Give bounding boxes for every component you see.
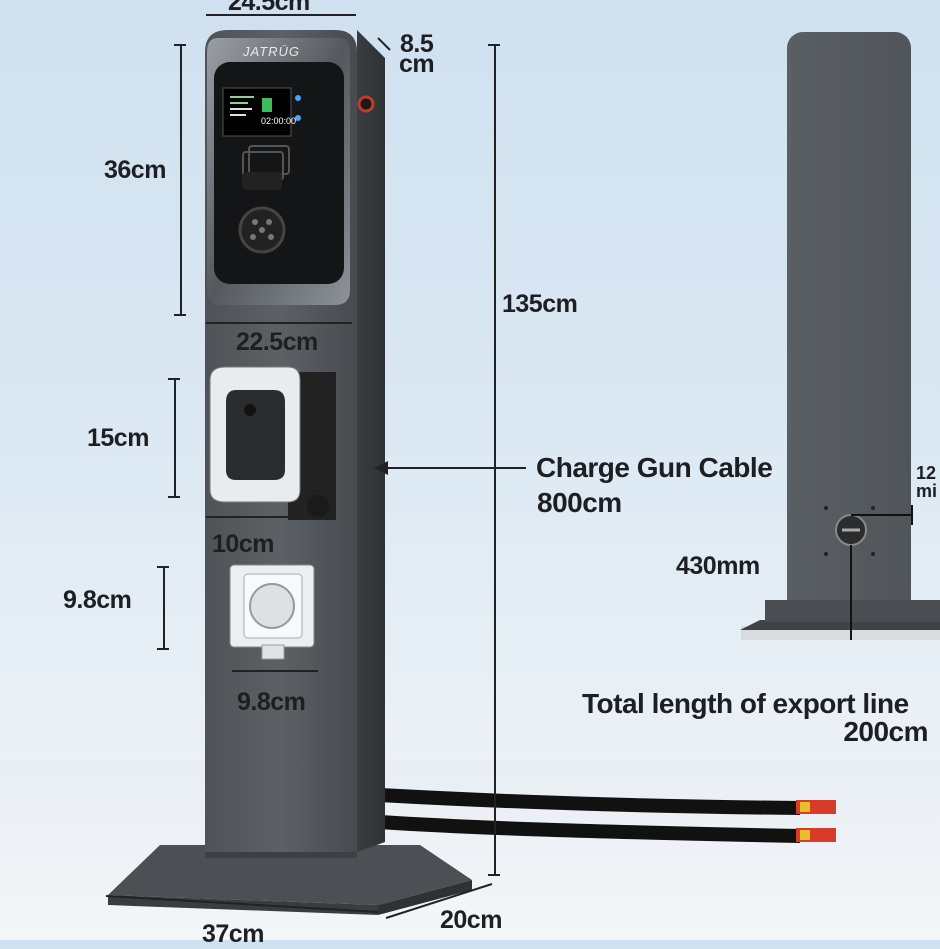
label-depth-unit: cm xyxy=(399,50,435,78)
tick xyxy=(157,566,169,568)
label-side-height: 430mm xyxy=(676,552,760,580)
label-socket-height: 9.8cm xyxy=(63,586,132,614)
label-side-offset: 12 mi xyxy=(916,463,938,501)
emergency-button xyxy=(357,95,375,113)
export-cables xyxy=(379,788,836,843)
label-base-width: 37cm xyxy=(202,920,264,948)
screen-timer: 02:00:00 xyxy=(261,116,297,126)
label-cable: Charge Gun Cable xyxy=(536,452,773,483)
label-cable-length: 800cm xyxy=(537,487,622,518)
label-charger-width: 22.5cm xyxy=(236,328,318,356)
label-base-depth: 20cm xyxy=(440,906,502,934)
label-export: Total length of export line xyxy=(582,688,909,719)
dim-line-top xyxy=(206,14,356,16)
label-total-height: 135cm xyxy=(502,290,578,318)
tick xyxy=(488,44,500,46)
side-pole-body xyxy=(787,32,911,632)
label-holster-height: 15cm xyxy=(87,424,149,452)
label-charger-height: 36cm xyxy=(104,156,166,184)
label-export-length: 200cm xyxy=(843,716,928,747)
dim-line-holster-width xyxy=(206,516,290,518)
label-top-width: 24.5cm xyxy=(228,0,310,16)
charger-unit xyxy=(207,38,350,305)
side-view-pole xyxy=(740,32,940,640)
brand-logo: JATRÜG xyxy=(243,44,301,59)
gun-holster xyxy=(209,366,336,520)
dim-line-holster xyxy=(174,378,176,498)
dim-line-socket xyxy=(163,566,165,650)
wall-socket xyxy=(229,564,315,660)
label-holster-width: 10cm xyxy=(212,530,274,558)
label-depth-value: 8.5 xyxy=(400,30,434,58)
dim-line-socket-width xyxy=(232,670,318,672)
tick xyxy=(174,314,186,316)
arrow-head xyxy=(374,461,388,475)
tick xyxy=(174,44,186,46)
tick xyxy=(168,378,180,380)
arrow-cable-line xyxy=(384,467,526,469)
tick xyxy=(168,496,180,498)
tick xyxy=(157,648,169,650)
dim-line-charger-width xyxy=(206,322,352,324)
tick xyxy=(488,874,500,876)
dim-line-charger xyxy=(180,44,182,316)
dim-line-total xyxy=(494,44,496,876)
label-socket-width: 9.8cm xyxy=(237,688,306,716)
